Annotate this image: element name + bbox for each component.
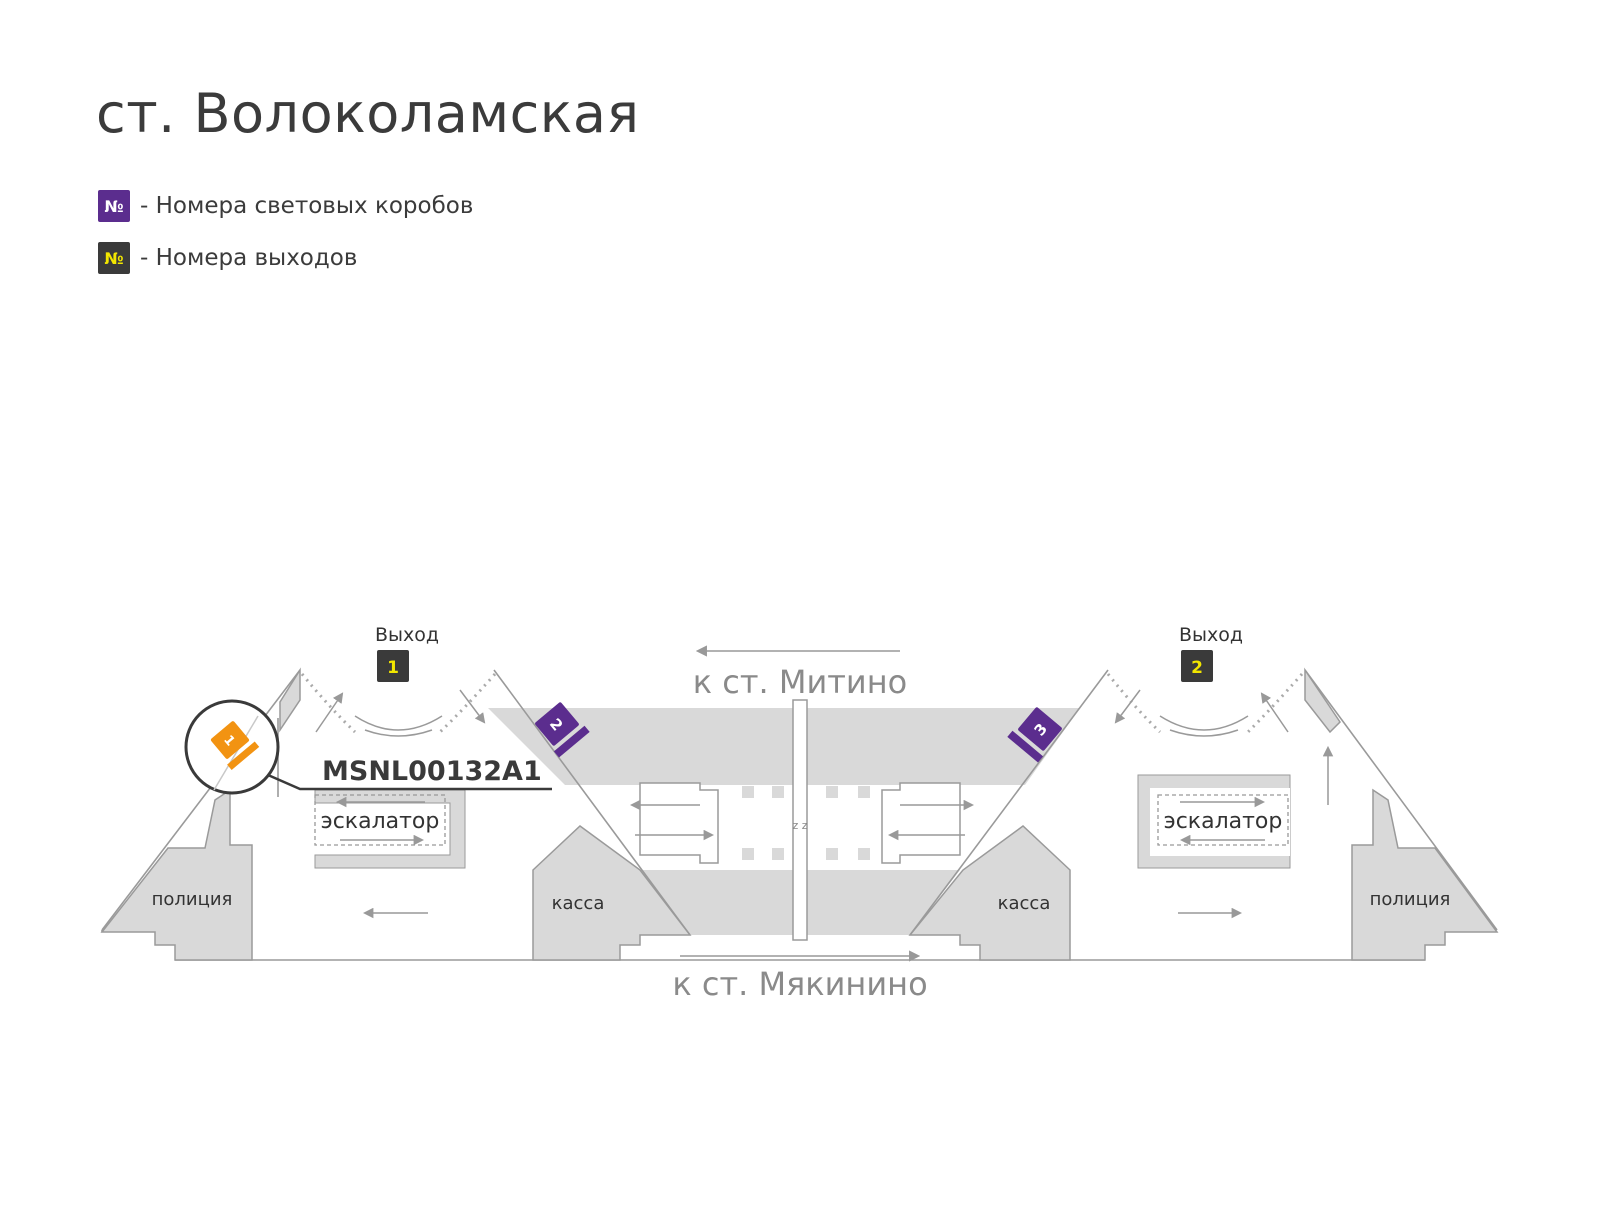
cashier-label-left: касса <box>552 893 605 914</box>
police-room-right <box>1351 788 1499 961</box>
exit-2: Выход 2 <box>1179 624 1243 682</box>
exit-number-2: 2 <box>1191 658 1203 678</box>
exit-arc-right <box>1159 715 1249 737</box>
exit-stairs-left <box>300 673 497 734</box>
callout-leader <box>267 773 552 791</box>
exit-arrow <box>1260 692 1289 733</box>
escalator-box-right <box>1157 794 1289 846</box>
legend-exit-text: - Номера выходов <box>140 245 358 271</box>
lightbox-1-callout: 1 MSNL00132A1 <box>184 699 552 795</box>
lightbox-1: 1 <box>210 721 260 770</box>
cashier-label-right: касса <box>998 893 1051 914</box>
exit-1: Выход 1 <box>375 624 439 682</box>
direction-label-top: к ст. Митино <box>693 663 907 701</box>
direction-indicators: к ст. Митино к ст. Мякинино <box>672 645 928 1003</box>
escalator-box-left <box>314 794 446 846</box>
police-label-right: полиция <box>1370 889 1451 910</box>
cashier-room-right <box>908 825 1071 961</box>
platform-stair-right <box>881 782 961 864</box>
exit-number-1: 1 <box>387 658 399 678</box>
right-hall: полиция касса эскалатор <box>908 667 1499 961</box>
legend-lightbox-text: - Номера световых коробов <box>140 193 474 219</box>
wall-right-top <box>1304 667 1341 734</box>
station-outline <box>101 669 1498 961</box>
exit-label-1: Выход <box>375 624 439 646</box>
platform-stair-left <box>639 782 719 864</box>
wall-left-top <box>279 667 301 733</box>
police-room-left <box>100 788 253 961</box>
direction-label-bottom: к ст. Мякинино <box>672 965 927 1003</box>
exit-arrow <box>1114 689 1141 724</box>
escalator-label-right: эскалатор <box>1164 809 1283 834</box>
escalator-label-left: эскалатор <box>321 809 440 834</box>
lightbox-number-badge: № <box>98 190 130 222</box>
column <box>742 786 754 798</box>
column <box>742 848 754 860</box>
police-label-left: полиция <box>152 889 233 910</box>
exit-arrow <box>315 692 344 733</box>
track-areas: z z <box>488 699 1080 941</box>
column <box>858 848 870 860</box>
exit-arc-left <box>354 715 443 737</box>
page-title: ст. Волоколамская <box>96 82 640 145</box>
column <box>772 786 784 798</box>
legend-lightbox-numbers: № - Номера световых коробов <box>98 190 474 222</box>
exit-badge-1 <box>377 650 409 682</box>
exit-label-2: Выход <box>1179 624 1243 646</box>
callout-code: MSNL00132A1 <box>322 756 542 787</box>
center-marker: z z <box>792 819 807 832</box>
column <box>826 786 838 798</box>
column <box>772 848 784 860</box>
track-top <box>488 708 1080 785</box>
center-divider <box>792 699 808 941</box>
lightbox-2: 2 <box>535 702 590 758</box>
escalator-frame-left <box>314 789 466 869</box>
left-hall: полиция касса эскалатор <box>100 667 692 961</box>
exit-number-badge: № <box>98 242 130 274</box>
exit-stairs-right <box>1106 673 1304 734</box>
cashier-room-left <box>532 825 692 961</box>
exit-arrow <box>459 689 486 724</box>
exit-badge-2 <box>1181 650 1213 682</box>
column <box>826 848 838 860</box>
column <box>858 786 870 798</box>
magnifier-inner-line <box>213 715 259 791</box>
legend-exit-numbers: № - Номера выходов <box>98 242 358 274</box>
lightbox-3: 3 <box>1007 707 1062 763</box>
